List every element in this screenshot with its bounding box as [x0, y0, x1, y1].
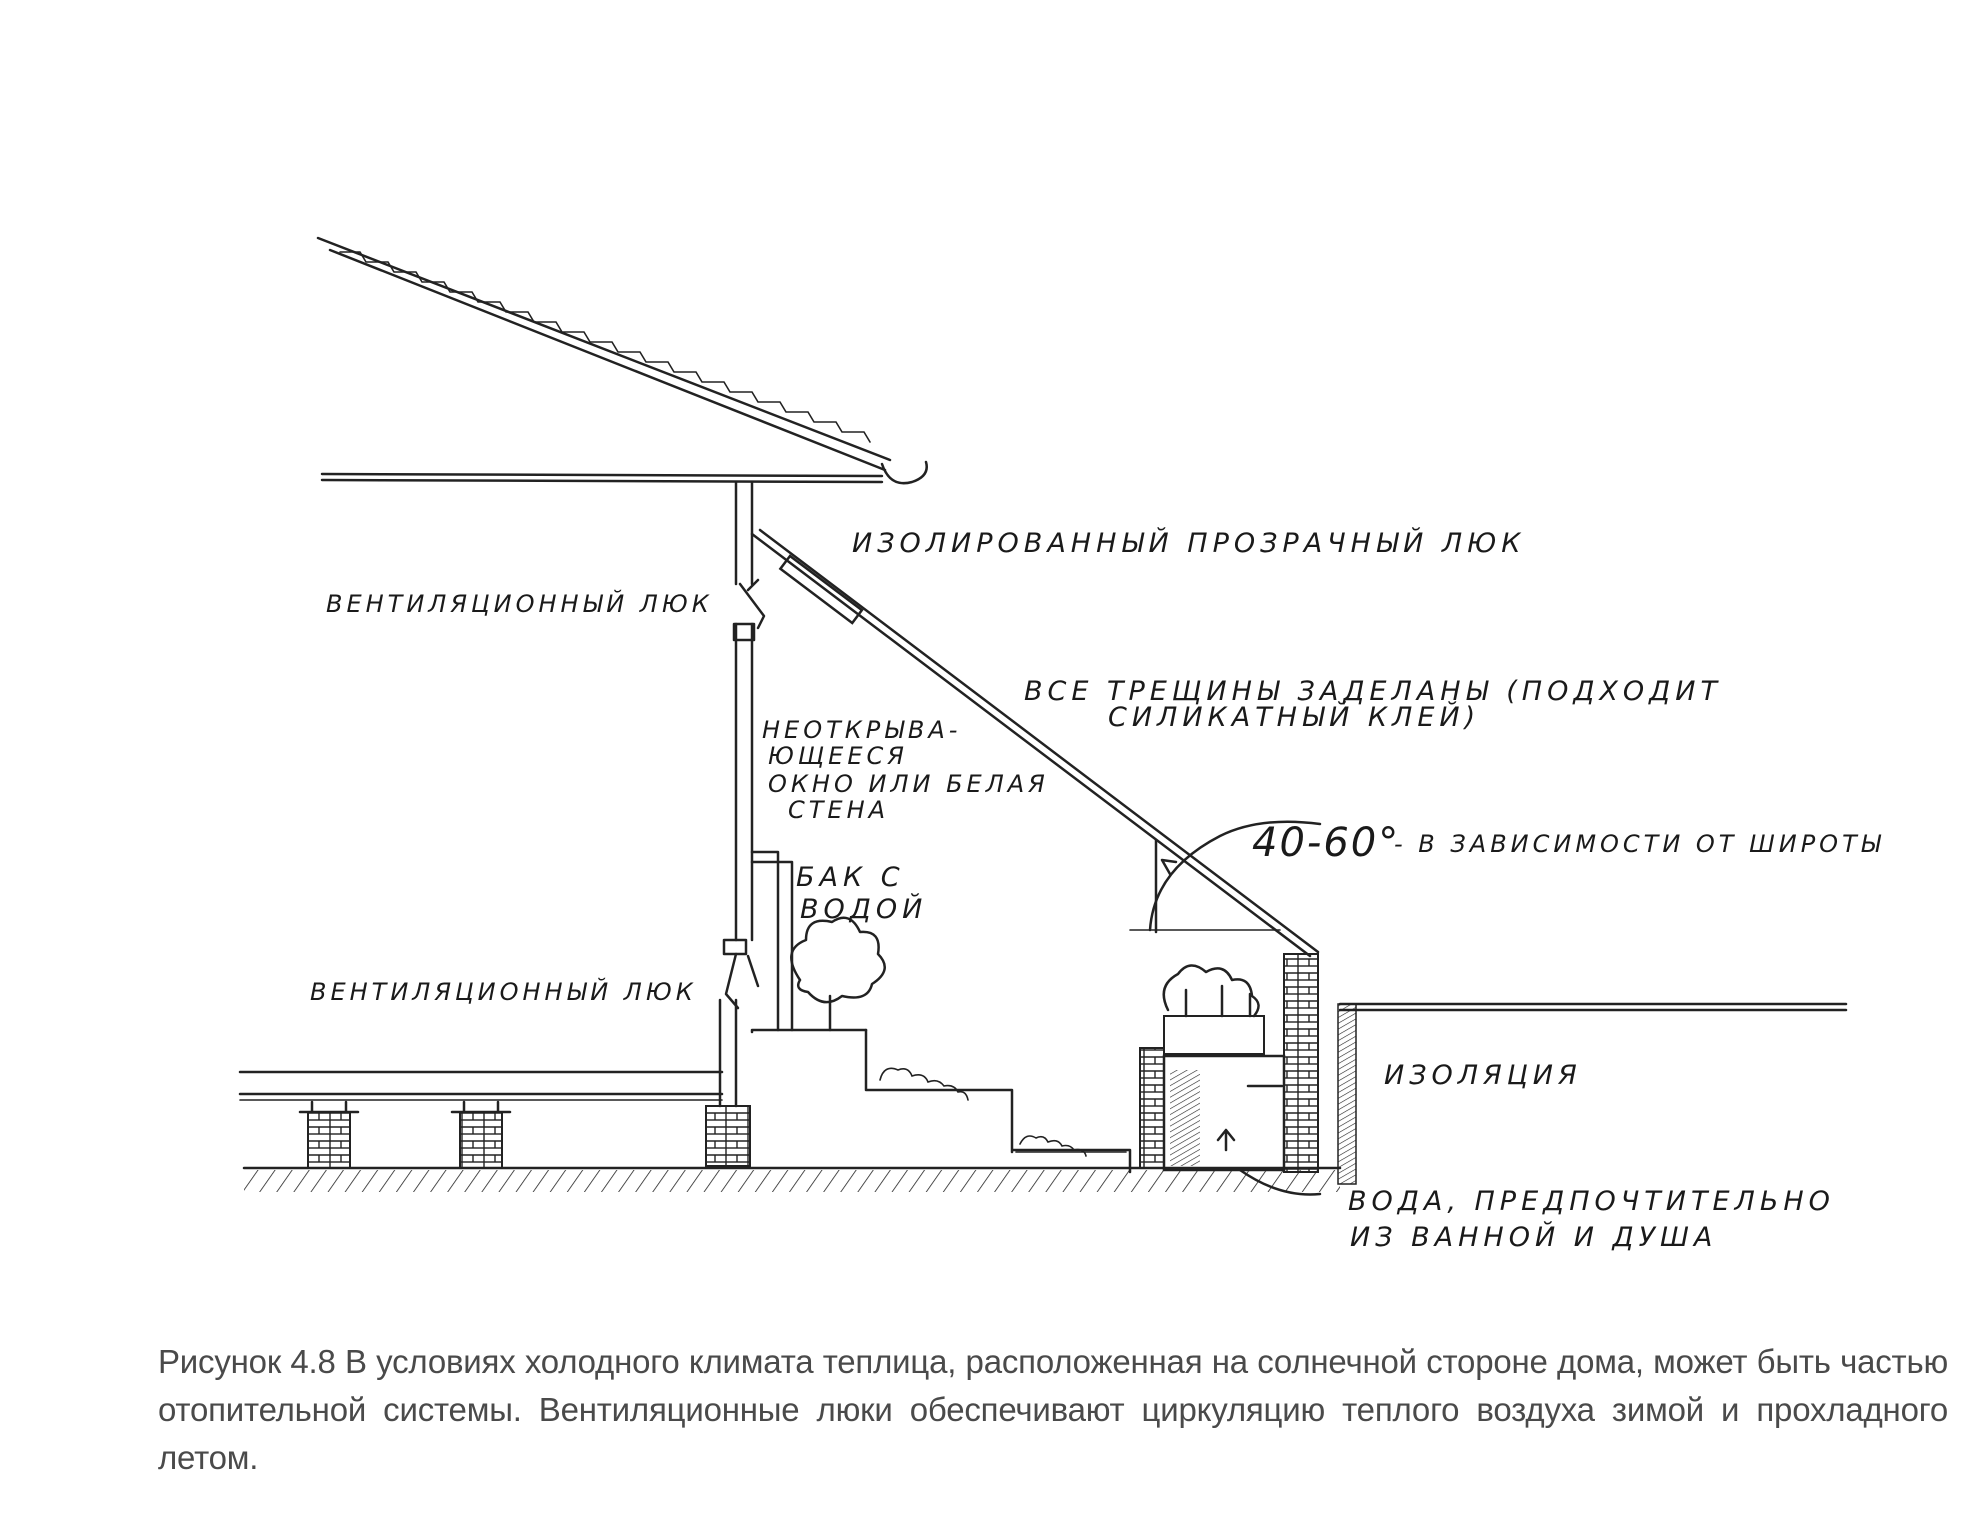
ground — [242, 1002, 1848, 1192]
label-water-tank-1: БАК С — [796, 862, 905, 893]
plant-icon — [1162, 964, 1260, 1018]
label-angle-note: - В ЗАВИСИМОСТИ ОТ ШИРОТЫ — [1394, 830, 1884, 858]
house-floor — [238, 1070, 724, 1169]
house-wall — [705, 480, 766, 1167]
label-fixed-window-3: ОКНО ИЛИ БЕЛАЯ — [768, 770, 1049, 798]
figure-caption: Рисунок 4.8 В условиях холодного климата… — [158, 1343, 1948, 1476]
label-cracks-sealed-2: СИЛИКАТНЫЙ КЛЕЙ) — [1108, 701, 1480, 733]
label-fixed-window-1: НЕОТКРЫВА- — [762, 716, 961, 744]
label-insulated-hatch: ИЗОЛИРОВАННЫЙ ПРОЗРАЧНЫЙ ЛЮК — [852, 527, 1525, 559]
water-tank — [750, 850, 780, 1032]
label-vent-hatch-bottom: ВЕНТИЛЯЦИОННЫЙ ЛЮК — [310, 977, 697, 1006]
label-water-note-2: ИЗ ВАННОЙ И ДУША — [1350, 1221, 1717, 1253]
label-vent-hatch-top: ВЕНТИЛЯЦИОННЫЙ ЛЮК — [326, 589, 713, 618]
glazing — [750, 528, 1320, 958]
label-fixed-window-4: СТЕНА — [788, 796, 889, 824]
label-angle-value: 40-60° — [1252, 820, 1400, 866]
angle-mark — [1129, 820, 1322, 934]
plant-icon — [790, 916, 886, 1032]
label-insulation: ИЗОЛЯЦИЯ — [1384, 1060, 1582, 1091]
label-fixed-window-2: ЮЩЕЕСЯ — [768, 742, 908, 770]
label-water-note-1: ВОДА, ПРЕДПОЧТИТЕЛЬНО — [1348, 1186, 1835, 1217]
top-vent-flap-icon — [738, 578, 766, 630]
gutter-icon — [880, 460, 928, 485]
water-flow-arrow-icon — [1216, 1128, 1322, 1196]
bottom-vent-flap-icon — [724, 952, 760, 1010]
roof — [316, 236, 928, 485]
insulated-hatch — [778, 554, 864, 625]
interior-steps — [750, 850, 1132, 1174]
label-cracks-sealed-1: ВСЕ ТРЕЩИНЫ ЗАДЕЛАНЫ (ПОДХОДИТ — [1024, 676, 1722, 707]
south-wall — [1139, 953, 1322, 1196]
label-water-tank-2: ВОДОЙ — [800, 893, 927, 925]
